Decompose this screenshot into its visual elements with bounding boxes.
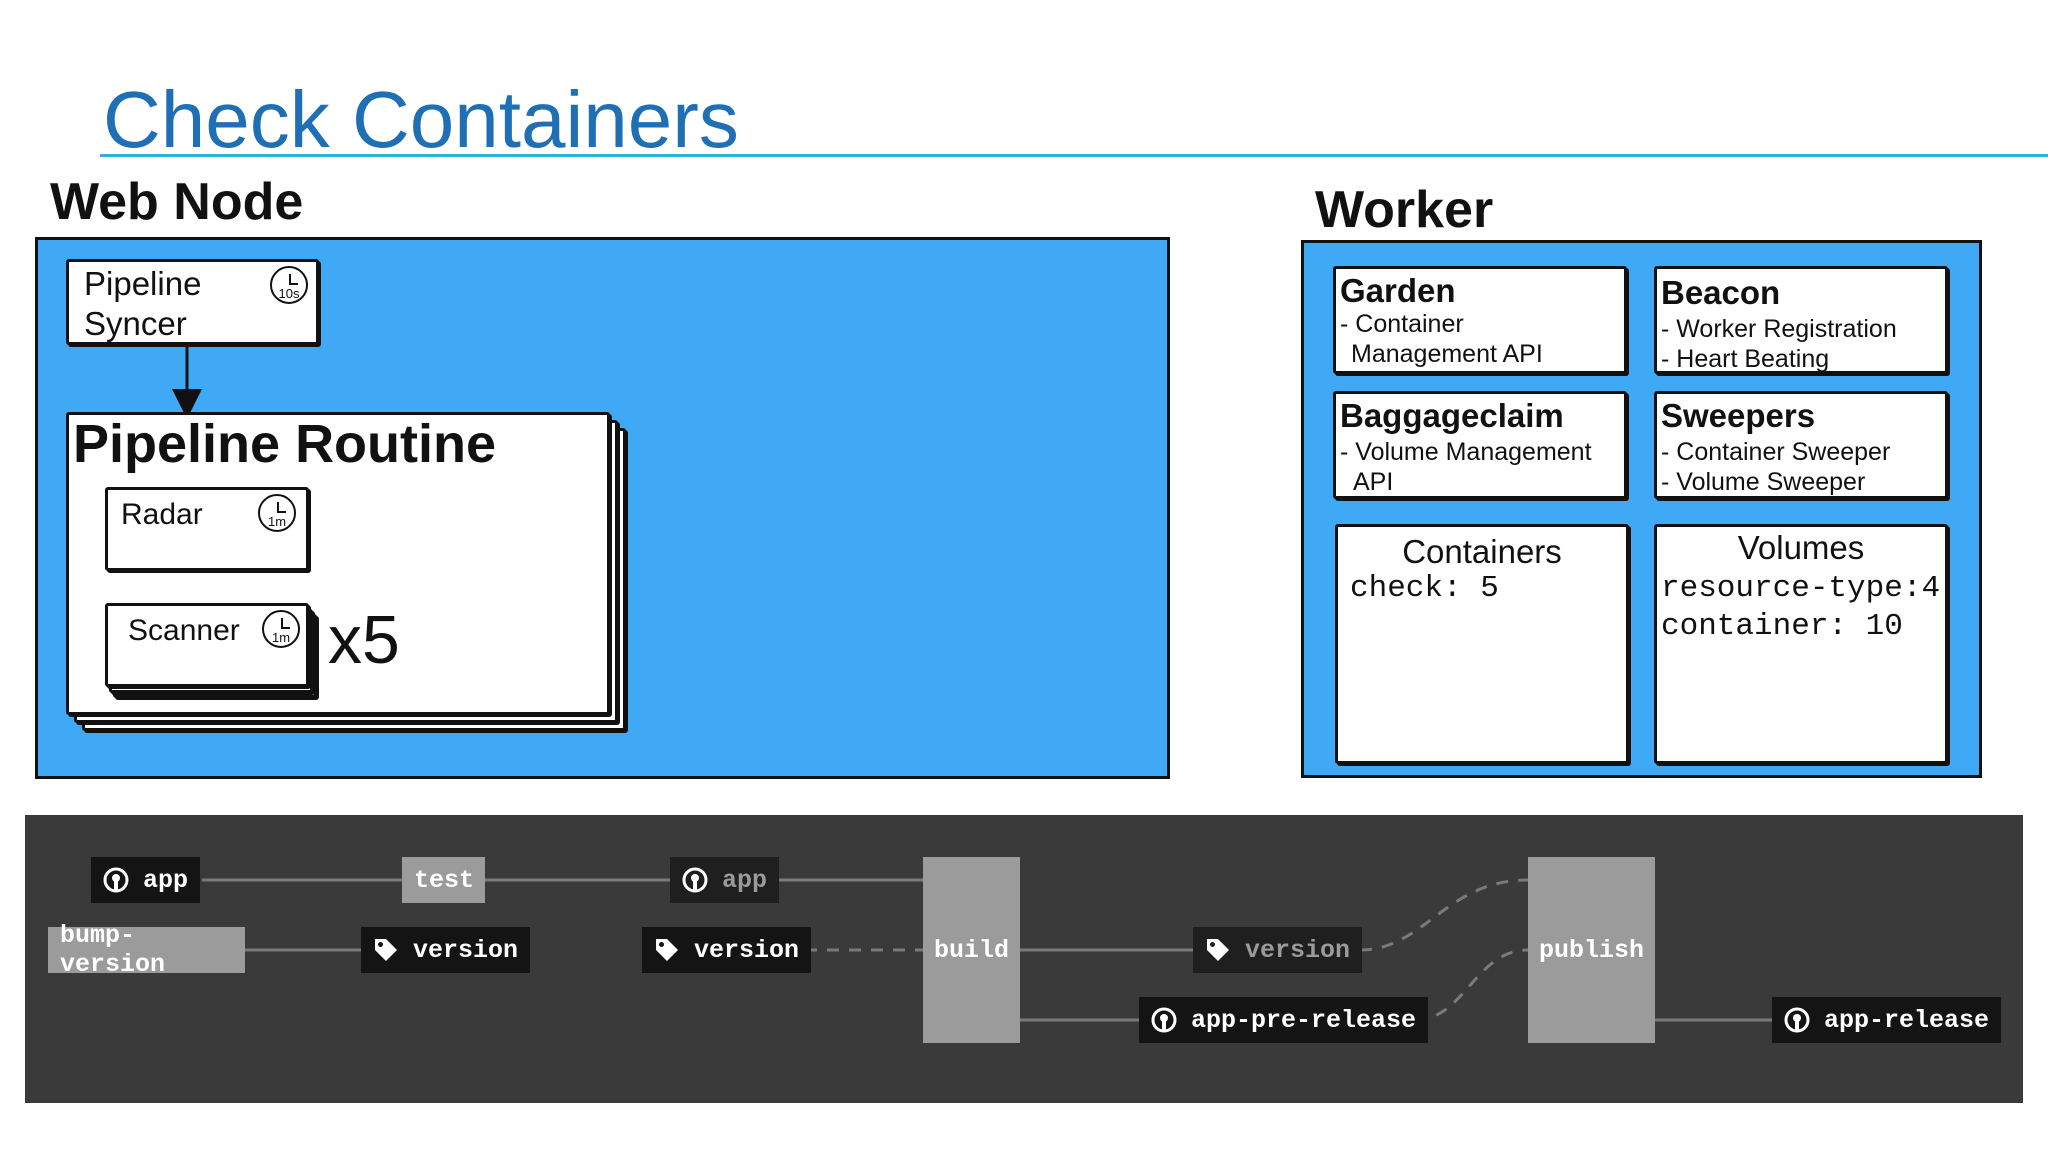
resource-version[interactable]: version <box>361 927 531 973</box>
sweepers-box: Sweepers - Container Sweeper - Volume Sw… <box>1654 391 1948 499</box>
baggageclaim-box: Baggageclaim - Volume Management API <box>1333 391 1627 499</box>
pipeline-syncer-interval: 10s <box>278 286 300 301</box>
radar-label: Radar <box>121 498 203 531</box>
garden-box: Garden - Container Management API <box>1333 266 1627 374</box>
tag-icon <box>1205 937 1231 963</box>
volumes-title: Volumes <box>1737 529 1865 566</box>
github-icon <box>103 867 129 893</box>
resource-version-3[interactable]: version <box>1193 927 1363 973</box>
containers-check-count: check: 5 <box>1350 571 1499 606</box>
baggageclaim-line2: API <box>1353 468 1394 496</box>
scanner-label: Scanner <box>128 614 240 647</box>
job-test-label: test <box>414 865 475 895</box>
resource-app-2[interactable]: app <box>670 857 780 903</box>
pipeline-syncer-line1: Pipeline <box>84 265 202 302</box>
resource-app-label: app <box>143 865 189 895</box>
web-node-label: Web Node <box>50 173 304 231</box>
baggageclaim-title: Baggageclaim <box>1340 397 1564 434</box>
sweepers-line2: - Volume Sweeper <box>1661 468 1866 496</box>
containers-box: Containers check: 5 <box>1335 524 1629 764</box>
job-bump-version[interactable]: bump-version <box>48 921 245 979</box>
beacon-line1: - Worker Registration <box>1661 315 1897 343</box>
resource-version-label: version <box>413 935 519 965</box>
resource-app-release-label: app-release <box>1824 1005 1990 1035</box>
tag-icon <box>373 937 399 963</box>
volumes-container: container: 10 <box>1661 609 1903 644</box>
scanner-multiplier: x5 <box>328 602 400 678</box>
volumes-box: Volumes resource-type:4 container: 10 <box>1654 524 1948 764</box>
title-divider <box>100 154 2048 157</box>
resource-app-pre-release[interactable]: app-pre-release <box>1139 997 1429 1043</box>
worker-label: Worker <box>1315 181 1494 239</box>
pipeline-syncer-line2: Syncer <box>84 305 187 342</box>
beacon-box: Beacon - Worker Registration - Heart Bea… <box>1654 266 1948 374</box>
github-icon <box>1151 1007 1177 1033</box>
clock-icon: 1m <box>258 494 296 532</box>
beacon-title: Beacon <box>1661 274 1781 311</box>
pipeline-edges <box>202 878 1772 1022</box>
slide-title: Check Containers <box>103 75 739 164</box>
containers-title: Containers <box>1402 533 1562 570</box>
beacon-line2: - Heart Beating <box>1661 345 1830 373</box>
sweepers-line1: - Container Sweeper <box>1661 438 1891 466</box>
radar-interval: 1m <box>267 514 287 529</box>
job-publish-label: publish <box>1538 935 1645 965</box>
job-build-label: build <box>933 935 1009 965</box>
pipeline-syncer-box: Pipeline Syncer 10s <box>66 259 319 345</box>
job-bump-version-label: bump-version <box>60 921 166 979</box>
resource-app[interactable]: app <box>91 857 201 903</box>
resource-app-release[interactable]: app-release <box>1772 997 2002 1043</box>
resource-version-2[interactable]: version <box>642 927 812 973</box>
radar-box: Radar 1m <box>105 487 309 571</box>
clock-icon: 10s <box>270 266 308 304</box>
github-icon <box>1784 1007 1810 1033</box>
resource-version-2-label: version <box>694 935 800 965</box>
garden-line2: Management API <box>1351 340 1543 368</box>
resource-app-2-label: app <box>722 865 768 895</box>
baggageclaim-line1: - Volume Management <box>1340 438 1592 466</box>
resource-app-pre-release-label: app-pre-release <box>1191 1005 1417 1035</box>
job-build[interactable]: build <box>923 857 1020 1043</box>
scanner-box: Scanner 1m <box>105 603 309 687</box>
job-test[interactable]: test <box>402 857 485 903</box>
garden-title: Garden <box>1340 272 1456 309</box>
job-publish[interactable]: publish <box>1528 857 1655 1043</box>
resource-version-3-label: version <box>1245 935 1351 965</box>
volumes-resource-type: resource-type:4 <box>1661 571 1941 606</box>
concourse-pipeline-view: app test app bump-version version versio… <box>25 815 2023 1103</box>
garden-line1: - Container <box>1340 310 1464 338</box>
tag-icon <box>654 937 680 963</box>
scanner-interval: 1m <box>271 630 291 645</box>
pipeline-routine-title: Pipeline Routine <box>73 414 497 474</box>
clock-icon: 1m <box>262 610 300 648</box>
sweepers-title: Sweepers <box>1661 397 1816 434</box>
github-icon <box>682 867 708 893</box>
